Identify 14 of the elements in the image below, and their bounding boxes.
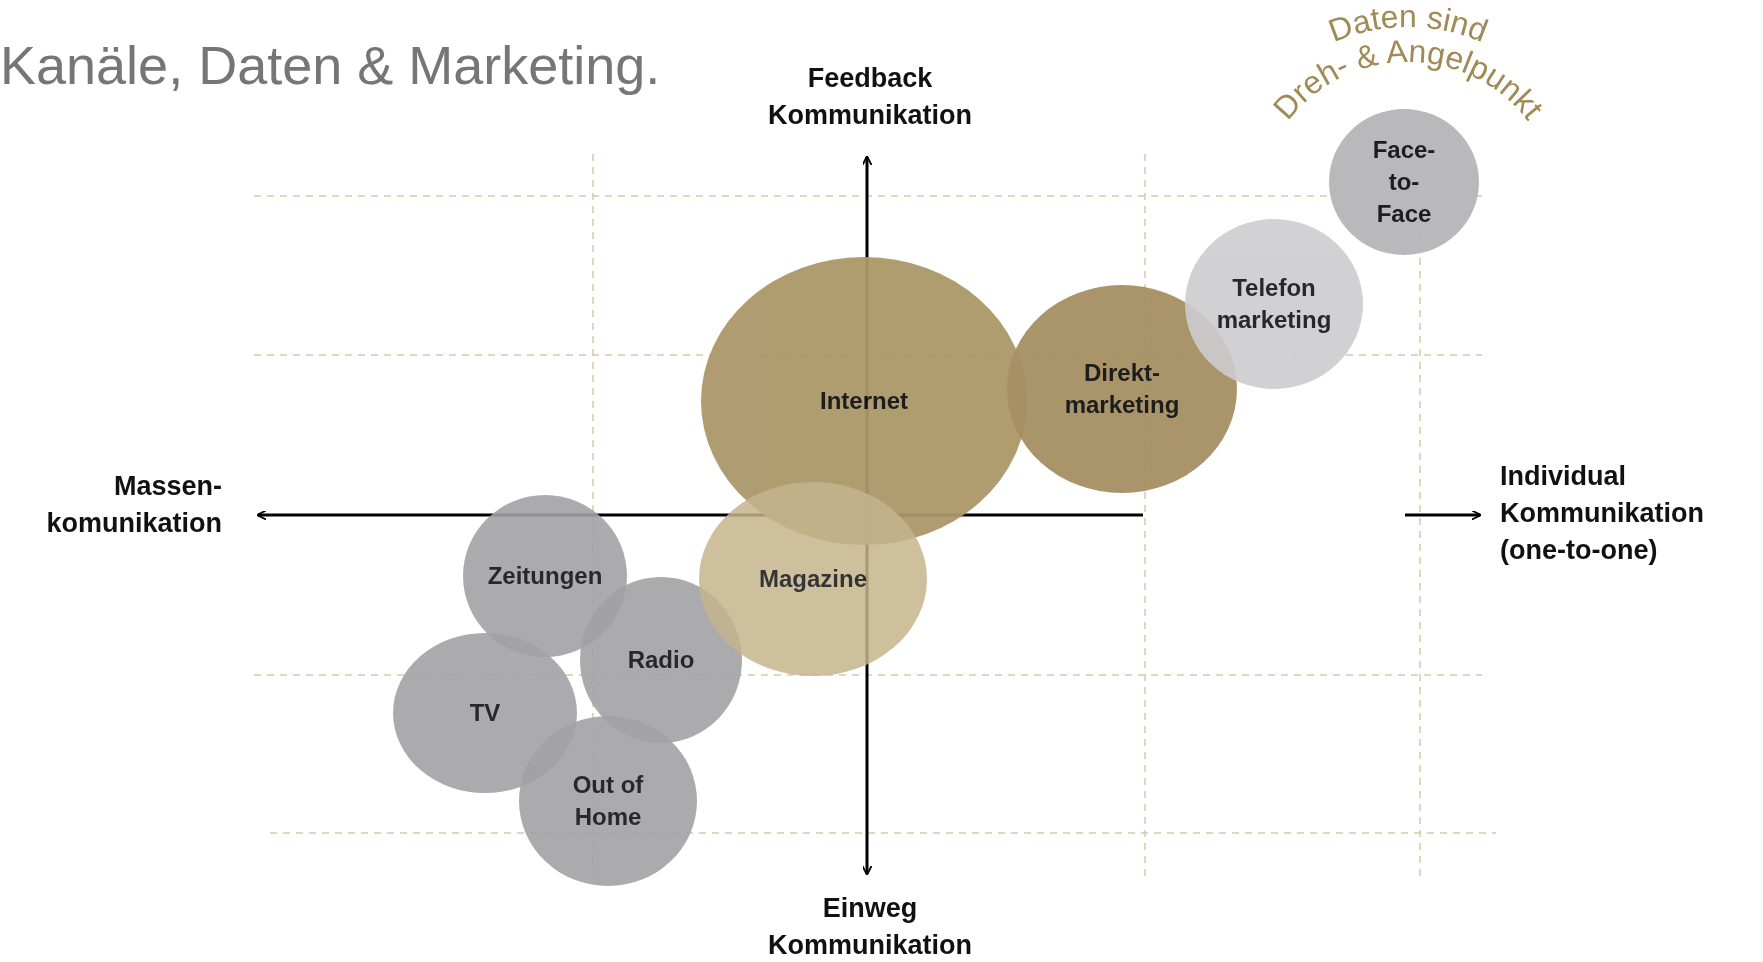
bubble-label: Out of Home: [571, 770, 645, 832]
axis-label: Individual Kommunikation (one-to-one): [1500, 460, 1705, 567]
bubble-label: Telefon marketing: [1215, 273, 1333, 335]
bubble-label: TV: [468, 698, 502, 728]
title: Kanäle, Daten & Marketing.: [0, 34, 661, 96]
bubble-label: Radio: [626, 645, 696, 675]
axis-label: Feedback Kommunikation: [767, 62, 973, 132]
axis-label: Massen-komunikation: [45, 470, 222, 540]
bubble-label: Direkt-marketing: [1063, 358, 1181, 420]
axis-label: Einweg Kommunikation: [767, 892, 973, 962]
bubble-label: Magazine: [758, 564, 868, 594]
bubble-label: Internet: [819, 386, 909, 416]
bubble-label: Zeitungen: [486, 561, 604, 591]
bubble-label: Face-to-Face: [1371, 135, 1437, 229]
